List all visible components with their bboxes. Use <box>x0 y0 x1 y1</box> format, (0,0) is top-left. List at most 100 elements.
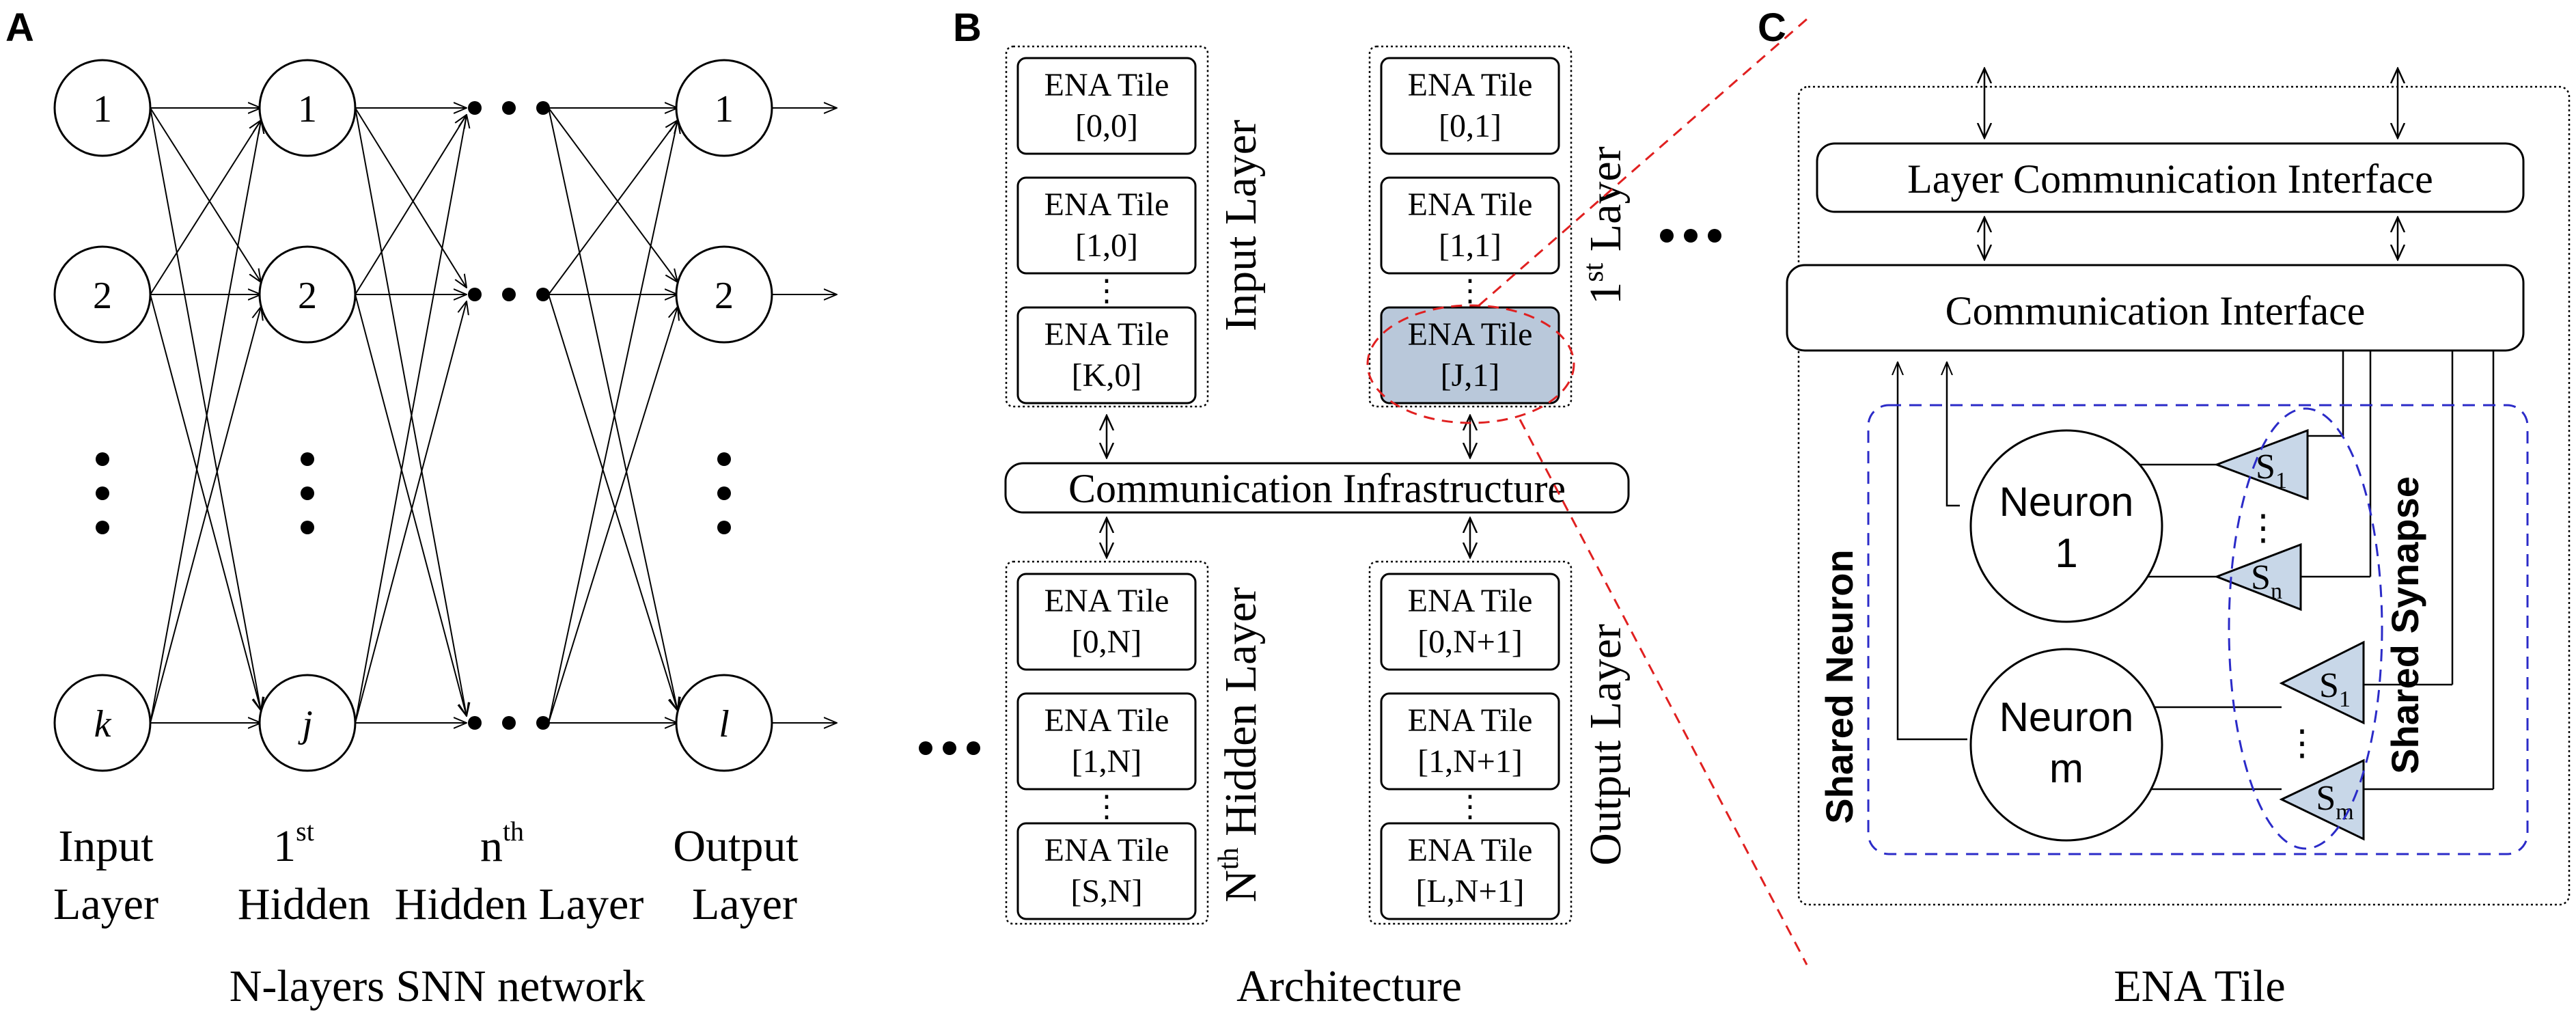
hiddenN-label-1: nth <box>480 816 524 871</box>
ena-tile-label: [0,0] <box>1075 108 1138 144</box>
first-layer-side-label: 1st Layer <box>1578 146 1631 304</box>
hiddenN-label-2: Hidden Layer <box>395 879 644 929</box>
input-layer-side-label: Input Layer <box>1216 120 1266 331</box>
hidden1-node: 2 <box>258 245 357 344</box>
ena-tile: ENA Tile[1,N] <box>1016 692 1197 791</box>
edge-hiddenN-output <box>548 307 678 724</box>
output-node-label: l <box>719 703 730 745</box>
ena-tile: ENA Tile [0,N] <box>1016 573 1197 671</box>
svg-text:Sm: Sm <box>2316 779 2353 825</box>
input-node-label: 2 <box>93 275 112 317</box>
ena-tile-label: [1,0] <box>1075 228 1138 264</box>
ena-tile: ENA Tile [1,N+1] <box>1380 692 1560 791</box>
ena-tile: ENA Tile[1,0] <box>1016 176 1197 275</box>
panel-a-letter: A <box>5 5 34 50</box>
ena-tile-boundary <box>1797 85 2571 906</box>
hiddenN-hdots-1 <box>468 101 550 115</box>
ena-tile-label: [1,N] <box>1072 743 1142 780</box>
output-node: 1 <box>675 59 773 157</box>
ena-tile: ENA Tile [K,0] <box>1016 306 1197 404</box>
ena-tile-label: ENA Tile <box>1044 67 1169 103</box>
tile-vdots: ⋮ <box>1455 274 1485 307</box>
edge-input-hidden1 <box>150 294 261 711</box>
edge-hidden1-hiddenN <box>355 301 467 724</box>
neuron-m-label-2: m <box>2049 745 2083 791</box>
ena-tile: ENA Tile [L,N+1] <box>1380 822 1560 920</box>
edge-hidden1-hiddenN <box>355 115 467 295</box>
hiddenN-hdots-k <box>468 716 550 730</box>
input-node-label: 1 <box>93 88 112 131</box>
ena-tile-label: [J,1] <box>1441 357 1500 394</box>
tile-vdots: ⋮ <box>1455 790 1485 823</box>
hidden1-label-1: 1st <box>273 816 314 871</box>
edge-hidden1-hiddenN <box>355 115 467 724</box>
hiddenN-hdots-2 <box>468 288 550 301</box>
first-layer-ellipsis <box>1660 229 1721 243</box>
zoom-highlight-ellipse <box>1366 304 1575 424</box>
shared-neuron-region <box>1867 404 2529 855</box>
ena-tile-label: [0,N+1] <box>1417 624 1523 660</box>
ena-tile: ENA Tile[0,N+1] <box>1380 573 1560 671</box>
hidden1-node-label: 2 <box>298 275 317 317</box>
shared-synapse-ellipse <box>2228 407 2383 850</box>
ena-tile-label: ENA Tile <box>1408 832 1533 868</box>
shared-neuron-label: Shared Neuron <box>1818 549 1861 823</box>
edge-input-hidden1 <box>150 307 261 724</box>
panel-c-caption: ENA Tile <box>2114 961 2285 1011</box>
edge-hiddenN-output <box>548 120 678 295</box>
input-node-label: k <box>94 703 112 745</box>
synapse-sm: Sm <box>2279 758 2365 841</box>
output-layer-label-2: Layer <box>692 879 797 929</box>
synapse-sn: Sn <box>2213 543 2302 612</box>
ena-tile-label: [0,N] <box>1072 624 1142 660</box>
ena-tile-label: ENA Tile <box>1408 67 1533 103</box>
svg-text:Sn: Sn <box>2251 558 2282 604</box>
ena-tile-label: ENA Tile <box>1408 316 1533 353</box>
output-node: 2 <box>675 245 773 344</box>
communication-interface-label: Communication Interface <box>1945 288 2366 333</box>
ena-tile: ENA Tile[1,1] <box>1380 176 1560 275</box>
edge-hidden1-hiddenN <box>355 107 467 716</box>
output-layer-side-label: Output Layer <box>1581 624 1631 866</box>
ena-tile: ENA Tile [J,1] <box>1380 306 1560 404</box>
ena-tile-label: ENA Tile <box>1408 702 1533 739</box>
ena-tile-label: [K,0] <box>1072 357 1142 394</box>
input-layer-label-1: Input <box>58 821 153 871</box>
ena-tile-label: [1,N+1] <box>1417 743 1523 780</box>
communication-infrastructure <box>1004 462 1630 514</box>
ena-tile-label: ENA Tile <box>1044 583 1169 619</box>
neuron-1-label-2: 1 <box>2055 530 2077 576</box>
edge-hidden1-hiddenN <box>355 107 467 288</box>
ena-tiles: ENA Tile[0,0]ENA Tile[1,0]ENA Tile[K,0]⋮… <box>1016 57 1560 920</box>
hidden1-vdots <box>301 452 314 534</box>
hidden1-label-2: Hidden <box>238 879 370 929</box>
synapse-s1-top: S1 <box>2213 428 2309 501</box>
output-node: l <box>675 674 773 772</box>
edge-hiddenN-output <box>548 107 678 282</box>
panel-b-letter: B <box>953 5 982 50</box>
synapse-vdots-top: ⋮ <box>2245 509 2281 548</box>
ena-tile-label: ENA Tile <box>1044 316 1169 353</box>
snn-connections <box>150 108 837 723</box>
edge-input-hidden1 <box>150 120 261 724</box>
ena-tile-label: [1,1] <box>1439 228 1501 264</box>
ena-tile: ENA Tile[S,N] <box>1016 822 1197 920</box>
edge-hiddenN-output <box>548 120 678 724</box>
zoom-line-bottom <box>1519 419 1808 965</box>
panel-a-caption: N-layers SNN network <box>230 961 646 1011</box>
tile-vdots: ⋮ <box>1092 790 1122 823</box>
output-layer-label-1: Output <box>673 821 798 871</box>
ena-tile-label: ENA Tile <box>1044 832 1169 868</box>
ena-tile-label: [0,1] <box>1439 108 1501 144</box>
input-node: k <box>53 674 152 772</box>
neuron-m-label-1: Neuron <box>1999 694 2134 740</box>
input-vdots <box>96 452 109 534</box>
ena-tile: ENA Tile [0,0] <box>1016 57 1197 155</box>
edge-input-hidden1 <box>150 107 261 711</box>
neuron-1 <box>1969 429 2163 623</box>
output-vdots <box>717 452 731 534</box>
ena-tile-label: [L,N+1] <box>1415 873 1524 909</box>
communication-interface <box>1786 264 2525 352</box>
nth-hidden-layer-column <box>1005 560 1209 925</box>
